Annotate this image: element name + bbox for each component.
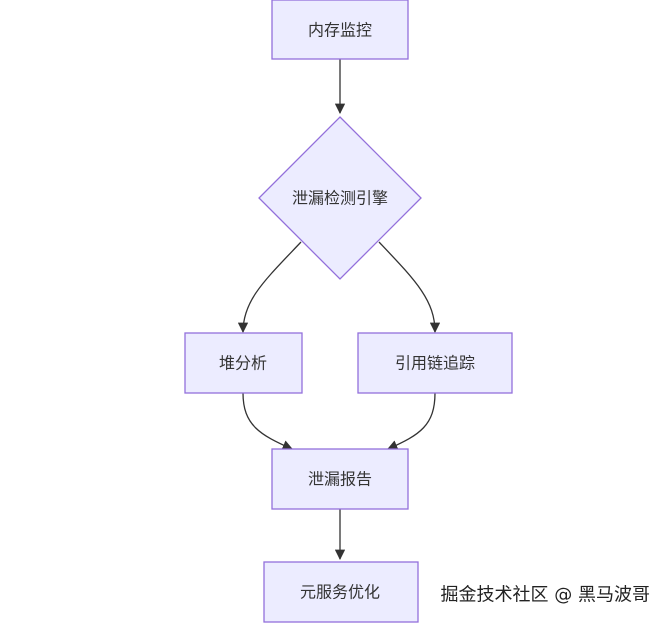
node-meta-service-optimization-label: 元服务优化 (300, 583, 380, 602)
node-heap-analysis-label: 堆分析 (219, 354, 267, 373)
node-memory-monitor: 内存监控 (271, 0, 409, 60)
edge-engine-to-heap (237, 241, 302, 334)
node-reference-chain-tracking-label: 引用链追踪 (395, 354, 475, 373)
node-heap-analysis: 堆分析 (184, 332, 303, 394)
edges (237, 59, 441, 561)
edge-heap-to-report (242, 392, 293, 451)
edge-engine-to-refchain (378, 241, 441, 334)
node-leak-detection-engine: 泄漏检测引擎 (258, 116, 422, 280)
node-leak-report: 泄漏报告 (271, 448, 409, 510)
edge-refchain-to-report (387, 392, 436, 451)
node-meta-service-optimization: 元服务优化 (263, 561, 419, 623)
node-leak-detection-engine-label: 泄漏检测引擎 (292, 189, 388, 208)
watermark-text: 掘金技术社区 @ 黑马波哥 (441, 585, 650, 606)
node-reference-chain-tracking: 引用链追踪 (357, 332, 513, 394)
node-memory-monitor-label: 内存监控 (308, 21, 372, 40)
node-leak-report-label: 泄漏报告 (308, 470, 372, 489)
